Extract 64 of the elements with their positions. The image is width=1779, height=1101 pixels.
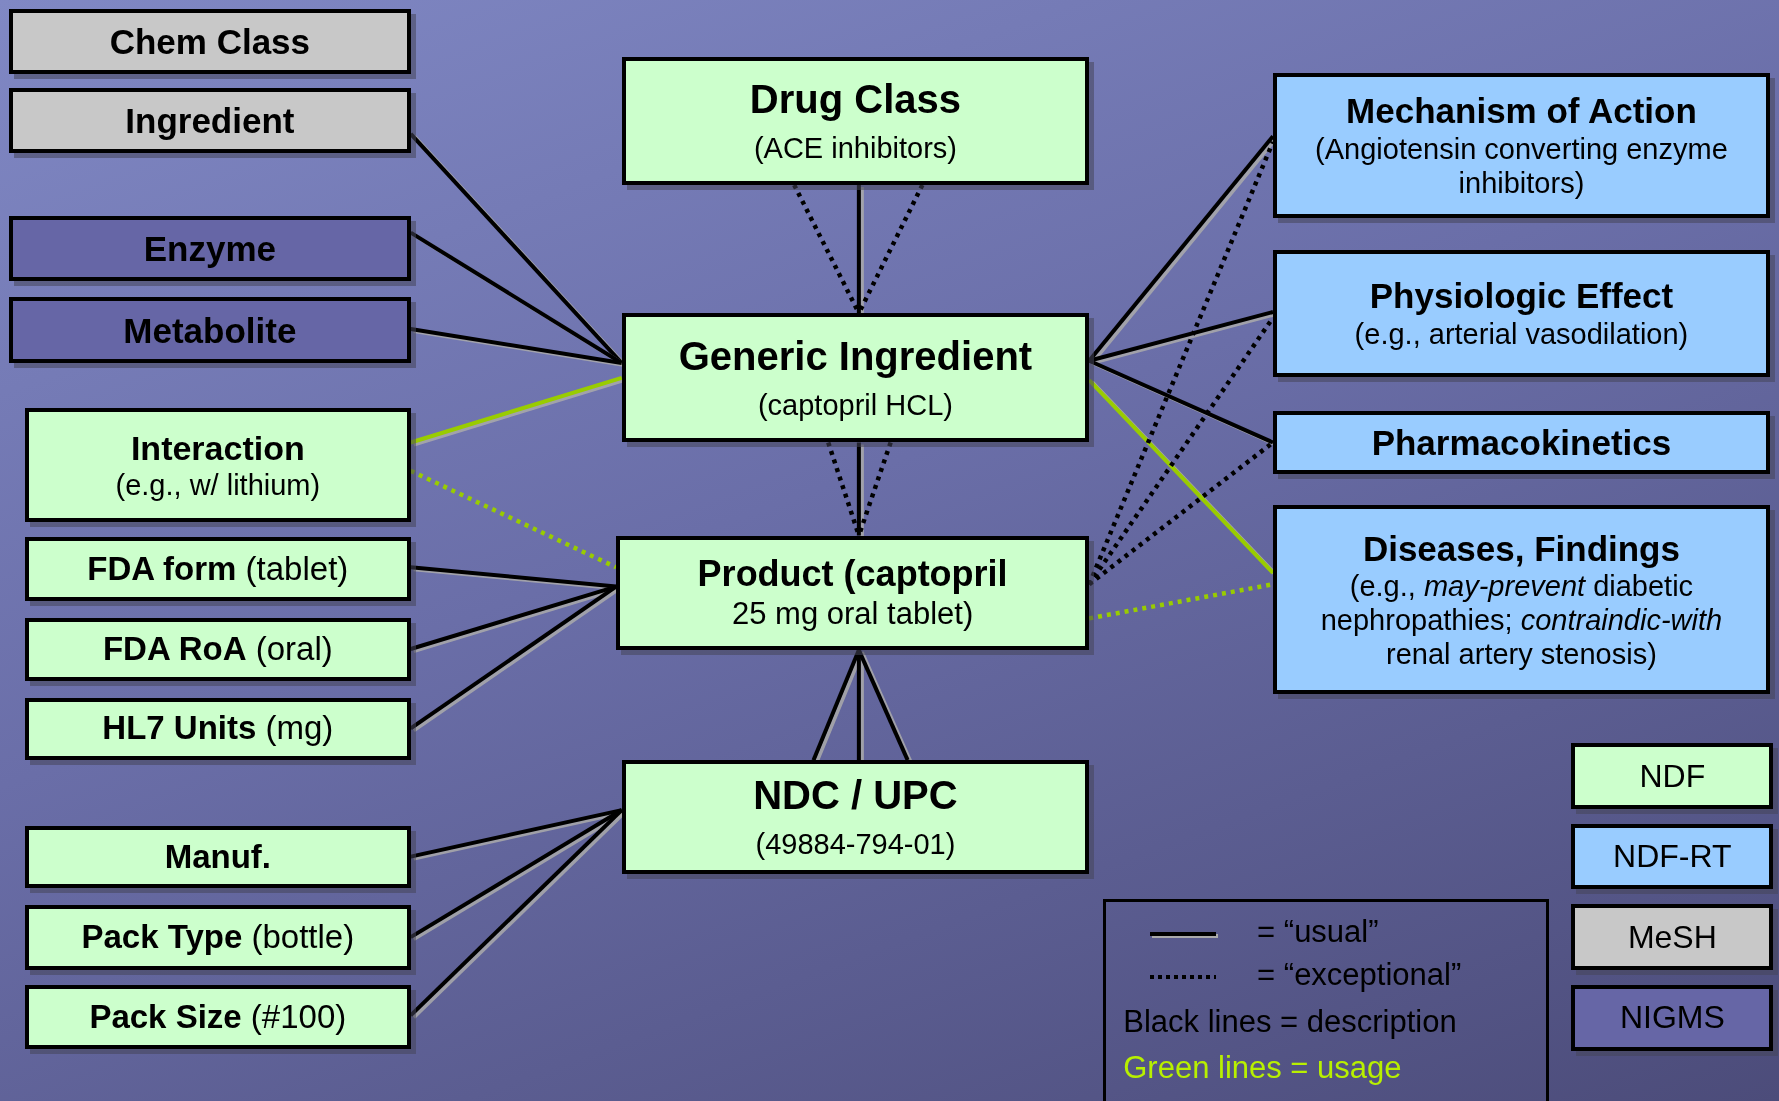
attribute-box — [24, 984, 411, 1050]
node-subtitle: (Angiotensin converting enzyme inhibitors) — [1314, 131, 1729, 201]
concept-box — [621, 56, 1090, 185]
attribute-box — [24, 825, 411, 889]
legend-text: NDF — [1639, 757, 1706, 795]
node-title: Diseases, Findings — [1361, 527, 1681, 569]
connector-line — [410, 327, 623, 366]
legend-text: MeSH — [1627, 918, 1717, 956]
node-subtitle: (ACE inhibitors) — [752, 131, 958, 166]
node-title: Drug Class — [748, 76, 963, 124]
node-title: HL7 Units (mg) — [101, 709, 335, 749]
node-title: FDA RoA (oral) — [101, 630, 334, 669]
node-title: Chem Class — [108, 20, 312, 63]
node-title: Pack Size (#100) — [88, 997, 348, 1037]
attribute-box — [9, 9, 411, 74]
attribute-box — [24, 618, 411, 681]
connector-line — [856, 442, 861, 536]
node-title: Interaction — [129, 428, 306, 469]
legend-text: NDF-RT — [1613, 838, 1732, 876]
legend-note: Green lines = usage — [1123, 1049, 1402, 1086]
node-title: Manuf. — [163, 837, 272, 877]
legend-text: = “exceptional” — [1257, 956, 1462, 993]
category-box — [1272, 72, 1770, 218]
node-title: Ingredient — [124, 100, 296, 142]
node-title: Pharmacokinetics — [1370, 421, 1673, 464]
node-title: Mechanism of Action — [1345, 90, 1698, 132]
connector-line — [410, 565, 617, 589]
category-box — [1272, 504, 1770, 695]
legend-text: = “usual” — [1257, 913, 1379, 950]
concept-box — [621, 760, 1090, 874]
node-subtitle: (e.g., may-prevent diabetic nephropathies; contraindic-with renal artery stenosis) — [1319, 568, 1724, 672]
attribute-box — [24, 697, 411, 761]
node-title: Product (captopril — [696, 553, 1009, 596]
node-title: NDC / UPC — [752, 772, 959, 820]
node-title: Metabolite — [122, 309, 298, 351]
node-title: Generic Ingredient — [677, 333, 1034, 381]
connector-line — [410, 375, 623, 445]
attribute-box — [24, 905, 411, 971]
node-title: Physiologic Effect — [1368, 275, 1675, 317]
attribute-box — [24, 536, 411, 602]
attribute-box — [9, 88, 411, 154]
concept-box — [616, 535, 1090, 651]
node-subtitle: 25 mg oral tablet) — [731, 595, 975, 633]
attribute-box — [9, 297, 411, 364]
node-title: FDA form (tablet) — [86, 549, 350, 589]
category-box — [1272, 410, 1770, 475]
node-subtitle: (e.g., w/ lithium) — [114, 468, 322, 503]
node-subtitle: (e.g., arterial vasodilation) — [1353, 316, 1690, 351]
node-subtitle: (49884-794-01) — [754, 827, 957, 862]
node-title: Pack Type (bottle) — [80, 918, 356, 958]
attribute-box — [9, 215, 411, 282]
node-title: Enzyme — [142, 227, 277, 270]
connector-line — [1088, 358, 1274, 445]
connector-line — [409, 808, 623, 939]
concept-box — [621, 313, 1090, 443]
connector-line — [856, 184, 861, 314]
attribute-box — [24, 408, 411, 522]
category-box — [1272, 249, 1770, 377]
connector-line — [410, 808, 623, 859]
dotted-connector-line — [409, 468, 618, 570]
connector-line — [857, 649, 910, 761]
legend-note: Black lines = description — [1123, 1004, 1457, 1041]
legend-text: NIGMS — [1619, 999, 1725, 1037]
node-subtitle: (captopril HCL) — [756, 388, 954, 423]
